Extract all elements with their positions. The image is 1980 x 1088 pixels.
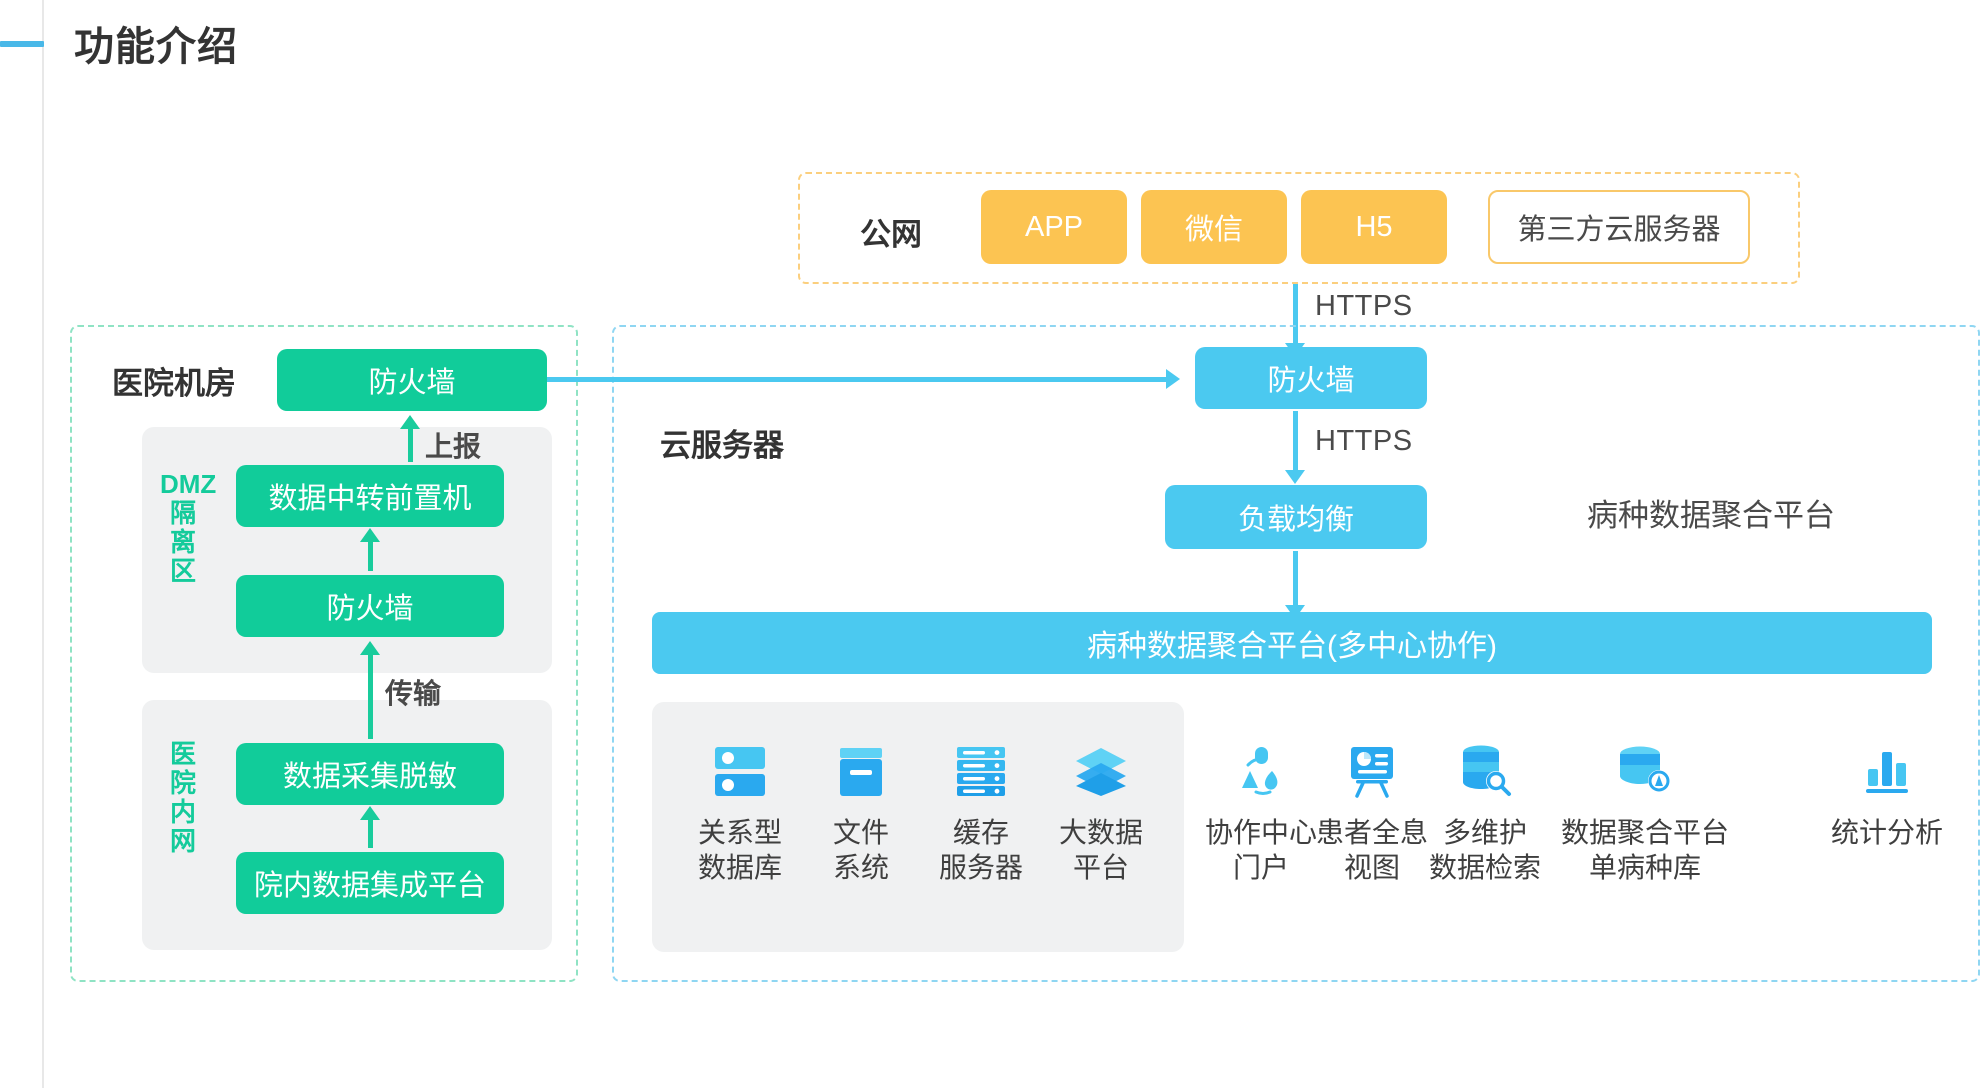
load-balancer-box[interactable]: 负载均衡	[1165, 485, 1427, 549]
https-label-top: HTTPS	[1315, 290, 1413, 322]
infra-panel	[652, 702, 1184, 952]
arrow-dmz-firewall-to-relay	[360, 528, 380, 571]
dmz-box-firewall[interactable]: 防火墙	[236, 575, 504, 637]
infra-item-label: 文件 系统	[832, 817, 889, 884]
public-network-zone	[798, 172, 1800, 284]
public-item-wechat[interactable]: 微信	[1141, 190, 1287, 264]
arrow-integration-to-collection	[360, 806, 380, 848]
aggregation-platform-caption: 病种数据聚合平台	[1587, 498, 1835, 533]
app-item-label: 统计分析	[1830, 817, 1943, 848]
data-search-icon	[1456, 740, 1514, 802]
infra-item-big-data-platform[interactable]: 大数据 平台	[1026, 740, 1176, 886]
arrow-lb-to-platform	[1285, 551, 1305, 619]
infra-item-label: 关系型 数据库	[697, 817, 782, 884]
page-title: 功能介绍	[74, 25, 238, 69]
public-item-third-party-cloud[interactable]: 第三方云服务器	[1488, 190, 1750, 264]
infra-item-cache-server[interactable]: 缓存 服务器	[906, 740, 1056, 886]
app-item-statistics-analysis[interactable]: 统计分析	[1812, 740, 1962, 850]
collaboration-icon	[1232, 740, 1290, 802]
app-item-collaboration-portal[interactable]: 协作中心 门户	[1186, 740, 1336, 886]
app-item-patient-holographic-view[interactable]: 患者全息 视图	[1297, 740, 1447, 886]
patient-view-icon	[1343, 740, 1401, 802]
file-system-icon	[832, 740, 890, 802]
intranet-box-integration-platform[interactable]: 院内数据集成平台	[236, 852, 504, 914]
app-item-multi-dim-data-search[interactable]: 多维护 数据检索	[1410, 740, 1560, 886]
infra-item-file-system[interactable]: 文件 系统	[786, 740, 936, 886]
app-item-disease-database[interactable]: 数据聚合平台 单病种库	[1540, 740, 1750, 886]
dmz-label-top: DMZ	[160, 469, 217, 499]
app-item-label: 多维护 数据检索	[1428, 817, 1541, 884]
big-data-layers-icon	[1072, 740, 1130, 802]
dmz-label: DMZ 隔 离 区	[160, 469, 216, 587]
app-item-label: 患者全息 视图	[1315, 817, 1428, 884]
cloud-server-title: 云服务器	[660, 428, 784, 463]
platform-bar[interactable]: 病种数据聚合平台(多中心协作)	[652, 612, 1932, 674]
hospital-intranet-label: 医 院 内 网	[169, 739, 196, 857]
database-icon	[711, 740, 769, 802]
cloud-firewall-box[interactable]: 防火墙	[1195, 347, 1427, 409]
hospital-firewall-box[interactable]: 防火墙	[277, 349, 547, 411]
left-rail-divider	[42, 0, 44, 1088]
dmz-box-data-relay[interactable]: 数据中转前置机	[236, 465, 504, 527]
cache-server-icon	[952, 740, 1010, 802]
title-accent-dash	[0, 41, 44, 47]
arrow-report	[400, 415, 420, 462]
dmz-label-vertical: 隔 离 区	[169, 498, 196, 587]
public-network-label: 公网	[860, 217, 922, 252]
hospital-zone	[70, 325, 578, 982]
app-item-label: 协作中心 门户	[1204, 817, 1317, 884]
app-item-label: 数据聚合平台 单病种库	[1560, 817, 1729, 884]
public-item-h5[interactable]: H5	[1301, 190, 1447, 264]
hospital-zone-title: 医院机房	[112, 366, 236, 401]
arrow-transmit	[360, 641, 380, 739]
public-item-app[interactable]: APP	[981, 190, 1127, 264]
report-label: 上报	[425, 431, 482, 462]
infra-item-label: 缓存 服务器	[938, 817, 1023, 884]
intranet-box-data-collection[interactable]: 数据采集脱敏	[236, 743, 504, 805]
transmit-label: 传输	[385, 678, 442, 709]
infra-item-relational-database[interactable]: 关系型 数据库	[665, 740, 815, 886]
https-label-mid: HTTPS	[1315, 425, 1413, 457]
infra-item-label: 大数据 平台	[1058, 817, 1143, 884]
cloud-server-zone	[612, 325, 1980, 982]
https-arrow-mid	[1285, 411, 1305, 484]
statistics-icon	[1858, 740, 1916, 802]
arrow-hospital-to-cloud	[547, 369, 1180, 389]
disease-db-icon	[1614, 740, 1676, 802]
